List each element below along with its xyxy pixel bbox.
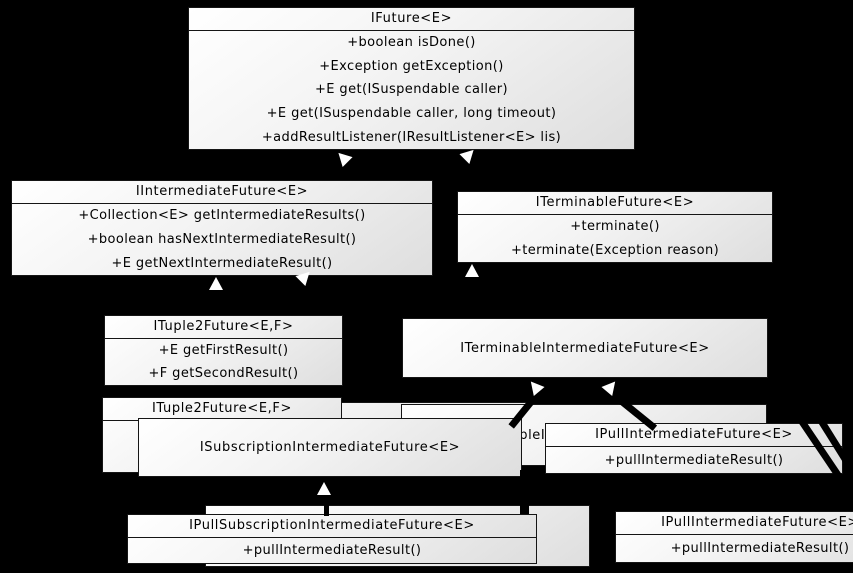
class-box-ifuture: IFuture<E> +boolean isDone() +Exception … xyxy=(188,7,635,150)
class-box-iterminablefuture: ITerminableFuture<E> +terminate() +termi… xyxy=(457,191,773,263)
class-title: ISubscriptionIntermediateFuture<E> xyxy=(199,440,461,455)
method-label: +boolean isDone() xyxy=(347,35,476,51)
method-label: +terminate(Exception reason) xyxy=(510,242,720,258)
method-label: +pullIntermediateResult() xyxy=(604,452,784,468)
class-title: IPullIntermediateFuture<E> xyxy=(616,512,853,535)
generalization-arrowhead-icon xyxy=(465,264,479,277)
class-box-ipullintermediatefuture-bottom: IPullIntermediateFuture<E> +pullIntermed… xyxy=(615,511,853,563)
method-label: +boolean hasNextIntermediateResult() xyxy=(87,232,357,247)
generalization-arrowhead-icon xyxy=(333,147,353,168)
method-label: +pullIntermediateResult() xyxy=(242,543,422,558)
method-label: +Collection<E> getIntermediateResults() xyxy=(78,208,366,224)
class-title: IFuture<E> xyxy=(189,8,634,31)
method-label: +E getNextIntermediateResult() xyxy=(111,255,333,271)
connector-line xyxy=(520,470,529,514)
class-box-ituple2future: ITuple2Future<E,F> +E getFirstResult() +… xyxy=(104,315,343,386)
class-box-ipullintermediatefuture: IPullIntermediateFuture<E> +pullIntermed… xyxy=(545,423,843,474)
class-box-isubscriptionintermediatefuture: ISubscriptionIntermediateFuture<E> xyxy=(138,418,522,477)
method-label: +E get(ISuspendable caller, long timeout… xyxy=(266,106,557,122)
method-label: +F getSecondResult() xyxy=(148,366,299,381)
method-label: +terminate() xyxy=(570,219,660,235)
class-title: ITerminableFuture<E> xyxy=(458,192,772,215)
generalization-arrowhead-icon xyxy=(317,482,331,495)
generalization-arrowhead-icon xyxy=(209,277,223,290)
class-title: IPullIntermediateFuture<E> xyxy=(546,424,842,447)
method-label: +E getFirstResult() xyxy=(158,343,289,358)
method-label: +Exception getException() xyxy=(319,58,504,74)
method-label: +addResultListener(IResultListener<E> li… xyxy=(261,129,562,145)
class-box-iterminableintermediatefuture: ITerminableIntermediateFuture<E> xyxy=(402,318,768,378)
class-title: ITerminableIntermediateFuture<E> xyxy=(460,340,710,356)
method-label: +E get(ISuspendable caller) xyxy=(314,82,508,98)
class-box-ipullsubscriptionintermediatefuture: IPullSubscriptionIntermediateFuture<E> +… xyxy=(127,514,537,564)
class-title: IPullSubscriptionIntermediateFuture<E> xyxy=(128,515,536,538)
class-box-iintermediatefuture: IIntermediateFuture<E> +Collection<E> ge… xyxy=(11,180,433,276)
method-label: +pullIntermediateResult() xyxy=(670,541,850,556)
class-title: IIntermediateFuture<E> xyxy=(12,181,432,204)
connector-line xyxy=(324,490,329,516)
class-title: ITuple2Future<E,F> xyxy=(105,316,342,339)
